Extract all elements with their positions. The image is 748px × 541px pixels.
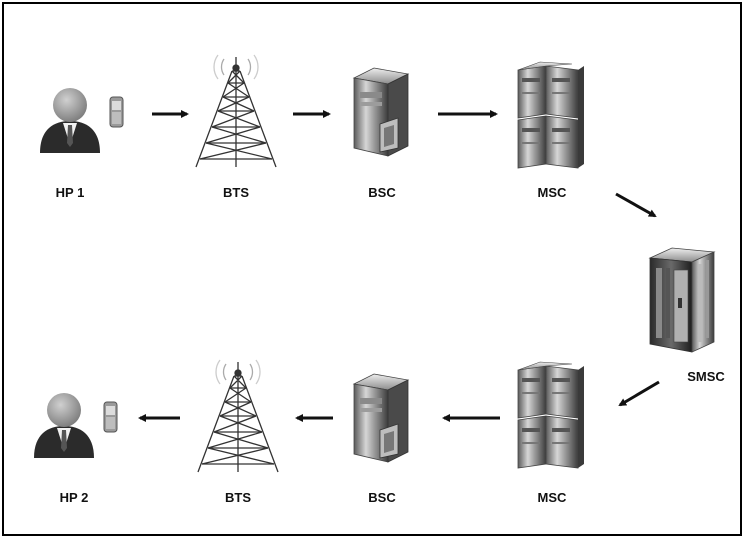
hp1-label: HP 1 xyxy=(56,185,85,200)
hp2-node xyxy=(33,392,118,459)
msc-bottom-label: MSC xyxy=(538,490,568,505)
user-with-phone-icon xyxy=(39,87,124,154)
bts-top-label: BTS xyxy=(223,185,249,200)
msc-top-node xyxy=(517,61,585,169)
bsc-bottom-label: BSC xyxy=(368,490,396,505)
arrow-icon xyxy=(618,380,660,407)
server-icon xyxy=(353,67,409,157)
bsc-bottom-node xyxy=(353,373,409,463)
bts-top-node xyxy=(195,54,277,168)
user-with-phone-icon xyxy=(33,392,118,459)
smsc-label: SMSC xyxy=(687,369,725,384)
msc-bottom-node xyxy=(517,361,585,469)
radio-tower-icon xyxy=(197,359,279,473)
server-rack-icon xyxy=(517,361,585,469)
hp2-label: HP 2 xyxy=(60,490,89,505)
arrow-icon xyxy=(615,192,657,218)
msc-top-label: MSC xyxy=(538,185,568,200)
server-rack-icon xyxy=(517,61,585,169)
smsc-node xyxy=(649,247,715,353)
server-icon xyxy=(353,373,409,463)
cabinet-server-icon xyxy=(649,247,715,353)
bsc-top-node xyxy=(353,67,409,157)
radio-tower-icon xyxy=(195,54,277,168)
bts-bottom-node xyxy=(197,359,279,473)
bsc-top-label: BSC xyxy=(368,185,396,200)
bts-bottom-label: BTS xyxy=(225,490,251,505)
hp1-node xyxy=(39,87,124,154)
